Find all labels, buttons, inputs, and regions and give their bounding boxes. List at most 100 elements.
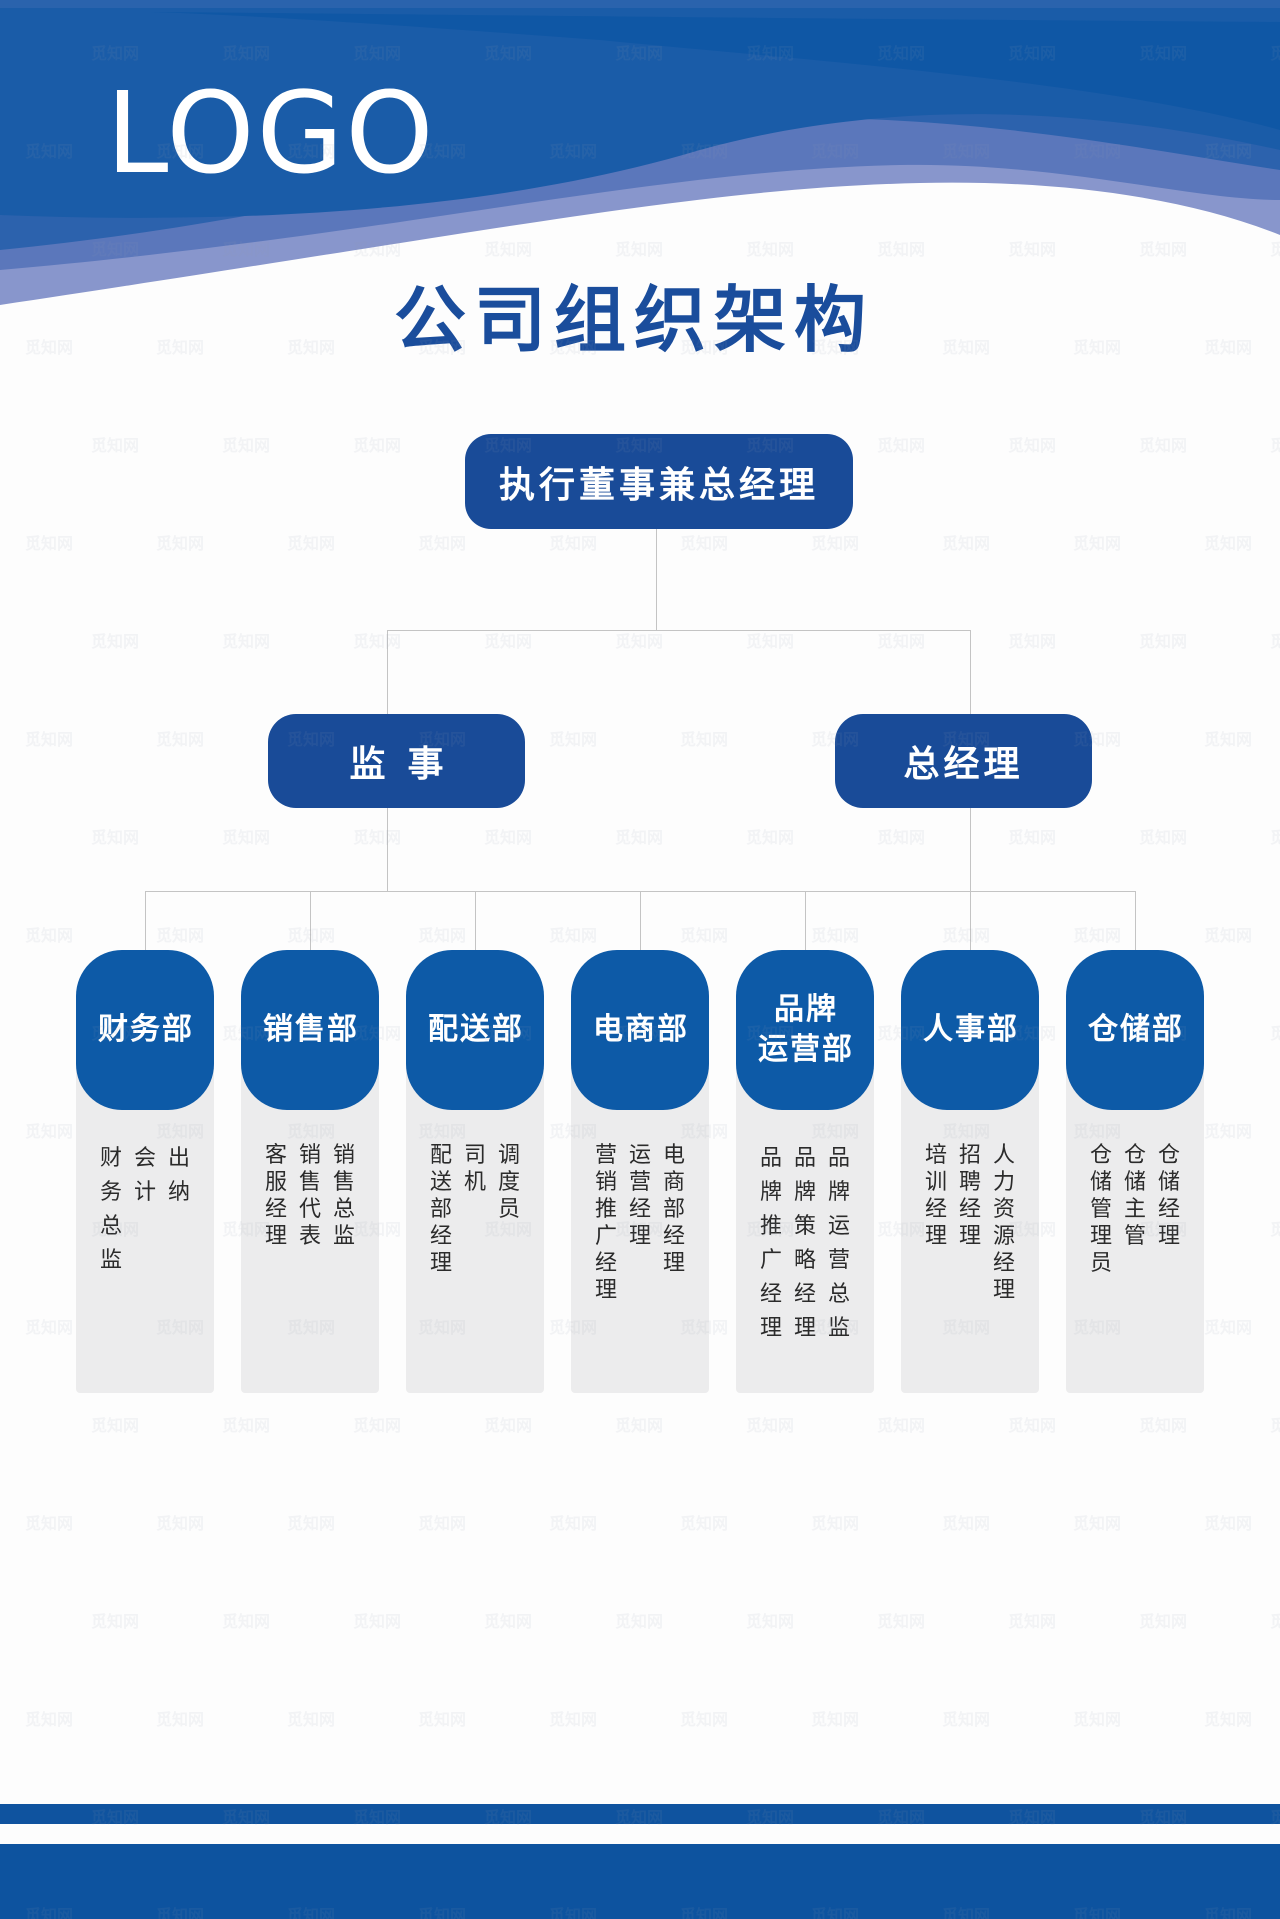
watermark: 觅知网 (549, 926, 598, 945)
role: 财务总监 (100, 1146, 123, 1273)
dept-name: 财务部 (98, 1012, 194, 1047)
role: 仓储主管 (1124, 1143, 1147, 1249)
watermark: 觅知网 (811, 926, 860, 945)
watermark: 觅知网 (1270, 632, 1280, 651)
watermark: 觅知网 (156, 926, 205, 945)
watermark: 觅知网 (156, 1710, 205, 1729)
watermark: 觅知网 (418, 534, 467, 553)
role: 调度员 (498, 1143, 521, 1222)
dept-name: 人事部 (923, 1012, 1019, 1047)
connector-dept-1 (310, 891, 311, 950)
watermark: 觅知网 (484, 632, 533, 651)
watermark: 觅知网 (746, 632, 795, 651)
watermark: 觅知网 (353, 632, 402, 651)
role: 营销推广经理 (595, 1143, 618, 1303)
footer-stripe-thin (0, 1804, 1280, 1824)
watermark: 觅知网 (549, 730, 598, 749)
dept-header: 品牌 运营部 (736, 950, 874, 1110)
watermark: 觅知网 (418, 926, 467, 945)
connector-dept-2 (475, 891, 476, 950)
watermark: 觅知网 (1008, 1416, 1057, 1435)
node-label: 监事 (349, 744, 466, 785)
dept-name: 配送部 (428, 1012, 524, 1047)
watermark: 觅知网 (91, 1612, 140, 1631)
watermark: 觅知网 (1204, 1122, 1253, 1141)
watermark: 觅知网 (877, 632, 926, 651)
dept-header: 销售部 (241, 950, 379, 1110)
watermark: 觅知网 (25, 926, 74, 945)
role-list: 培训经理 招聘经理 人力资源经理 (901, 1142, 1039, 1304)
node-executive-director-gm: 执行董事兼总经理 (465, 434, 853, 529)
role-list: 营销推广经理 运营经理 电商部经理 (571, 1142, 709, 1304)
watermark: 觅知网 (877, 436, 926, 455)
watermark: 觅知网 (549, 1710, 598, 1729)
page-title-text: 公司组织架构 (393, 278, 874, 362)
watermark: 觅知网 (418, 1710, 467, 1729)
dept-name: 销售部 (263, 1012, 359, 1047)
role: 运营经理 (629, 1143, 652, 1249)
watermark: 觅知网 (1073, 534, 1122, 553)
role: 销售总监 (333, 1143, 356, 1249)
watermark: 觅知网 (222, 1416, 271, 1435)
watermark: 觅知网 (25, 1514, 74, 1533)
watermark: 觅知网 (680, 534, 729, 553)
page-title: 公司组织架构 (0, 280, 1280, 360)
watermark: 觅知网 (549, 534, 598, 553)
watermark: 觅知网 (942, 534, 991, 553)
connector-dept-3 (640, 891, 641, 950)
watermark: 觅知网 (615, 632, 664, 651)
connector-supervisor-down (387, 808, 388, 891)
watermark: 觅知网 (1139, 436, 1188, 455)
connector-dept-5 (970, 891, 971, 950)
watermark: 觅知网 (746, 1612, 795, 1631)
watermark: 觅知网 (353, 1612, 402, 1631)
dept-header: 电商部 (571, 950, 709, 1110)
watermark: 觅知网 (1204, 926, 1253, 945)
dept-name-line: 运营部 (758, 1032, 854, 1067)
watermark: 觅知网 (222, 828, 271, 847)
watermark: 觅知网 (942, 926, 991, 945)
watermark: 觅知网 (877, 1612, 926, 1631)
watermark: 觅知网 (222, 436, 271, 455)
connector-to-supervisor (387, 630, 388, 714)
watermark: 觅知网 (1270, 436, 1280, 455)
role: 培训经理 (925, 1143, 948, 1249)
watermark: 觅知网 (484, 828, 533, 847)
role: 客服经理 (265, 1143, 288, 1249)
watermark: 觅知网 (1008, 828, 1057, 847)
watermark: 觅知网 (1204, 1710, 1253, 1729)
node-general-manager: 总经理 (835, 714, 1092, 808)
watermark: 觅知网 (1204, 1514, 1253, 1533)
connector-gm-down (970, 808, 971, 891)
role-list: 客服经理 销售代表 销售总监 (241, 1142, 379, 1250)
watermark: 觅知网 (680, 1514, 729, 1533)
watermark: 觅知网 (811, 534, 860, 553)
watermark: 觅知网 (287, 534, 336, 553)
node-label: 总经理 (903, 744, 1024, 785)
role: 品牌策略经理 (794, 1146, 817, 1341)
role: 品牌运营总监 (828, 1146, 851, 1341)
watermark: 觅知网 (91, 632, 140, 651)
watermark: 觅知网 (1008, 632, 1057, 651)
watermark: 觅知网 (156, 730, 205, 749)
watermark: 觅知网 (680, 926, 729, 945)
watermark: 觅知网 (877, 1416, 926, 1435)
watermark: 觅知网 (942, 1710, 991, 1729)
watermark: 觅知网 (25, 1710, 74, 1729)
watermark: 觅知网 (811, 1514, 860, 1533)
watermark: 觅知网 (1073, 1514, 1122, 1533)
role: 招聘经理 (959, 1143, 982, 1249)
watermark: 觅知网 (942, 1514, 991, 1533)
watermark: 觅知网 (549, 1514, 598, 1533)
watermark: 觅知网 (1073, 926, 1122, 945)
watermark: 觅知网 (1204, 730, 1253, 749)
role-list: 配送部经理 司机 调度员 (406, 1142, 544, 1277)
connector-level2-horizontal (387, 630, 971, 631)
role: 司机 (464, 1143, 487, 1195)
watermark: 觅知网 (1139, 1416, 1188, 1435)
watermark: 觅知网 (353, 1416, 402, 1435)
watermark: 觅知网 (25, 534, 74, 553)
watermark: 觅知网 (418, 1514, 467, 1533)
watermark: 觅知网 (25, 1122, 74, 1141)
watermark: 觅知网 (222, 1612, 271, 1631)
